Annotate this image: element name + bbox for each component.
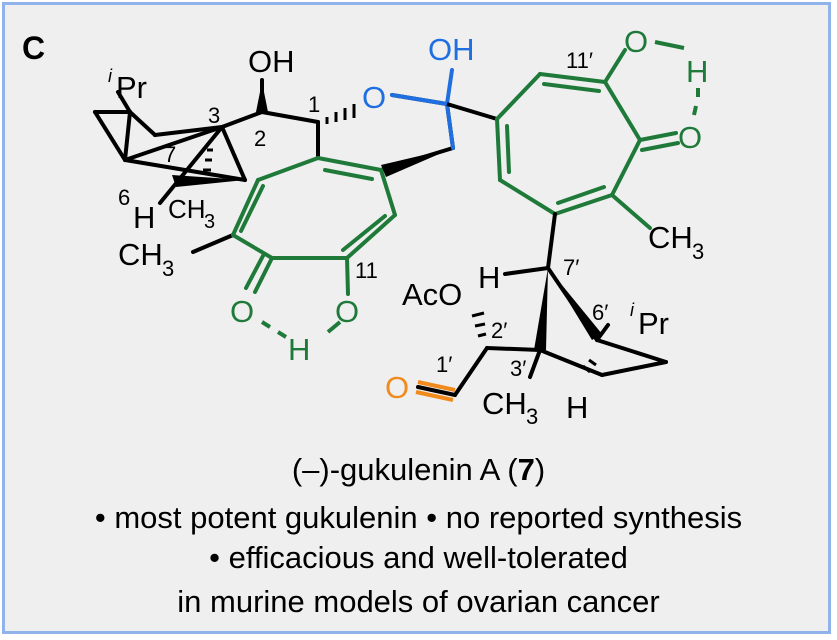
aldehyde-bond [415, 380, 456, 402]
label-n1: 1 [308, 92, 320, 117]
caption-bullet-2: • efficacious and well-tolerated [209, 540, 628, 575]
label-ch3-outer: CH [118, 237, 163, 272]
hash-bottom-h [582, 358, 597, 374]
caption-title-suffix: ) [534, 452, 546, 487]
spiro-bonds [390, 68, 455, 150]
label-ch3-bottom-sub: 3 [526, 404, 538, 429]
label-o-ring: O [362, 80, 386, 115]
caption-title-prefix: (–)-gukulenin A ( [291, 452, 518, 487]
label-ch3-right: CH [648, 220, 693, 255]
label-ch3-bottom: CH [482, 386, 527, 421]
panel-frame [2, 2, 831, 634]
label-o-aldehyde: O [385, 370, 409, 405]
caption-title-number: 7 [517, 452, 535, 487]
label-ipr-left-sup: i [108, 66, 113, 86]
wedge-c7p [534, 268, 548, 350]
label-ipr-left: Pr [116, 70, 147, 105]
label-n11p: 11′ [566, 48, 593, 73]
label-n2p: 2′ [491, 318, 507, 343]
caption-title: (–)-gukulenin A (7) [0, 452, 837, 488]
wedge-c2-oh [256, 82, 268, 112]
left-oh-bond [326, 320, 342, 334]
label-n3: 3 [208, 103, 220, 128]
label-ipr-right-sup: i [630, 300, 635, 320]
label-o-right-top: O [624, 24, 648, 59]
label-o-right-carbonyl: O [678, 120, 702, 155]
hash-c1-o [325, 104, 356, 124]
label-oh-left: OH [248, 44, 295, 79]
label-n6p: 6′ [592, 300, 608, 325]
label-h6: H [133, 200, 155, 235]
label-n7: 7 [164, 142, 176, 167]
left-hbond [260, 320, 288, 339]
wedge-ring [381, 148, 453, 177]
label-n1p: 1′ [436, 352, 452, 377]
label-h-left-bridge: H [288, 332, 310, 367]
label-h-right: H [686, 54, 708, 89]
label-oh-blue: OH [428, 32, 475, 67]
label-ch3-inner: CH [168, 194, 206, 224]
label-ch3-inner-sub: 3 [204, 211, 215, 233]
wedge-c7p-c6p [548, 268, 602, 340]
hash-c3 [201, 148, 213, 182]
label-aco: AcO [402, 277, 462, 312]
caption-bullet-1: • most potent gukulenin • no reported sy… [94, 500, 743, 535]
right-tropolone-bonds [495, 48, 680, 230]
label-o-left-carbonyl: O [230, 294, 254, 329]
label-o-left-hydroxy: O [335, 294, 359, 329]
caption-bullet-3: in murine models of ovarian cancer [177, 584, 660, 619]
label-n7p: 7′ [563, 255, 579, 280]
right-oh-bond [654, 40, 685, 50]
label-n3p: 3′ [510, 356, 526, 381]
label-ch3-outer-sub: 3 [162, 256, 174, 281]
label-h-bottom: H [566, 390, 588, 425]
right-hbond [692, 88, 700, 116]
label-ch3-right-sub: 3 [692, 239, 704, 264]
label-n11: 11 [355, 258, 378, 283]
left-tropolone-bonds [231, 156, 397, 296]
spiro-link [446, 102, 498, 121]
label-ipr-right: Pr [638, 306, 669, 341]
hash-aco [471, 311, 487, 338]
label-n6: 6 [118, 185, 130, 210]
panel-label: C [22, 30, 46, 66]
label-h7p: H [478, 260, 500, 295]
label-n2: 2 [254, 126, 266, 151]
